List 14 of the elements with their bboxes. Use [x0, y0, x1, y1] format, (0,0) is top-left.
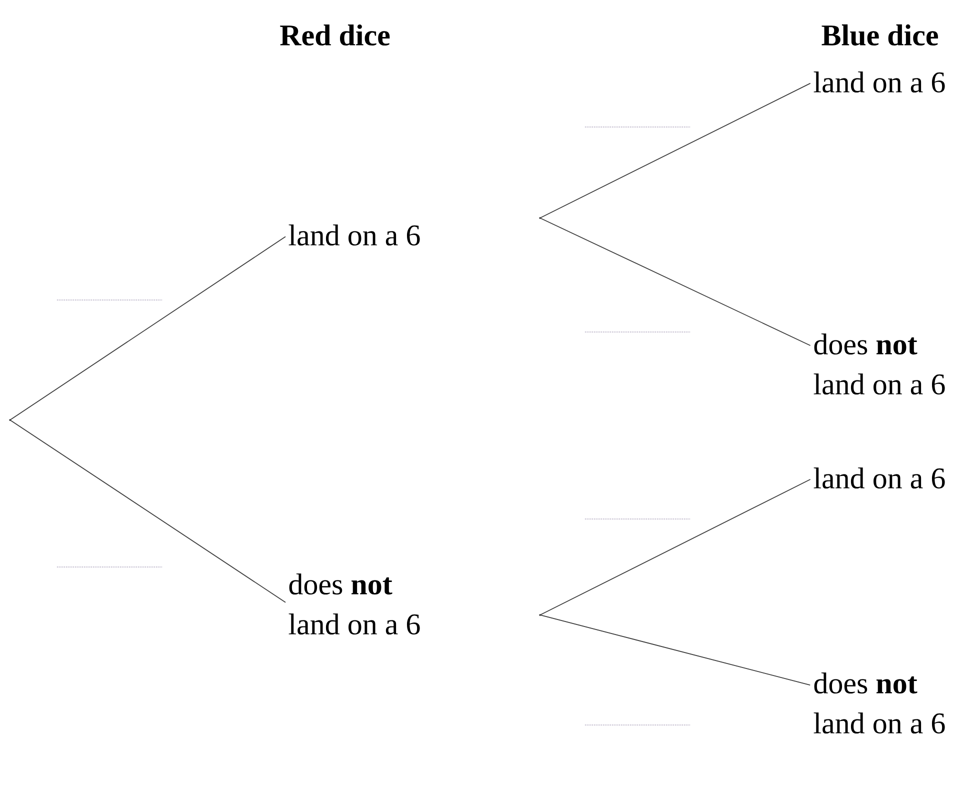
outcome-label: land on a 6: [814, 467, 945, 489]
outcome-label: land on a 6: [288, 224, 420, 246]
branch-line: [540, 82, 811, 218]
outcome-label: land on a 6: [814, 71, 945, 93]
outcome-label: does not land on a 6: [288, 573, 420, 635]
branch-line: [10, 420, 286, 603]
outcome-label: does not land on a 6: [814, 333, 945, 395]
column-heading: Red dice: [280, 24, 390, 46]
branch-line: [540, 218, 811, 346]
outcome-label: does not land on a 6: [814, 672, 945, 734]
column-heading: Blue dice: [822, 24, 938, 46]
branch-line: [540, 614, 811, 686]
branch-line: [540, 478, 811, 616]
branch-line: [10, 236, 286, 420]
